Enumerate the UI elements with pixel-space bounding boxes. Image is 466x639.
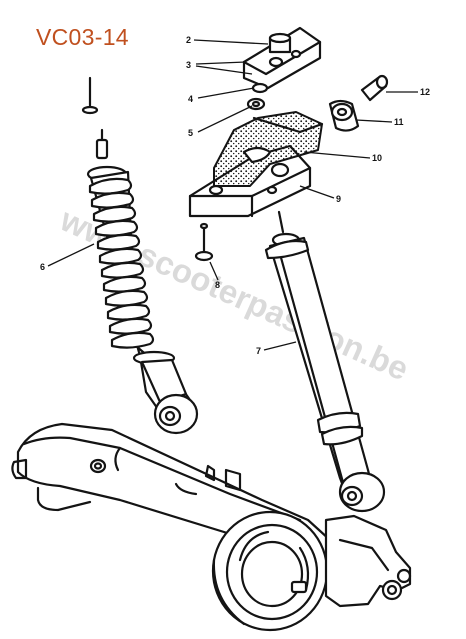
callout-number: 6 [40, 262, 45, 272]
callout-11: 11 [355, 117, 404, 127]
callout-number: 4 [188, 94, 193, 104]
bolt-8 [194, 222, 214, 262]
shock-absorber-with-spring [86, 128, 199, 435]
callout-9: 9 [299, 185, 341, 204]
washer-5 [246, 97, 266, 111]
rubber-bush-11 [328, 99, 360, 132]
callout-12: 12 [386, 87, 430, 97]
callout-6: 6 [40, 243, 95, 272]
callout-10: 10 [303, 151, 382, 163]
callout-number: 9 [336, 194, 341, 204]
callout-number: 11 [394, 117, 404, 127]
callout-4: 4 [188, 87, 255, 104]
sleeve-12 [360, 74, 389, 102]
top-plate [242, 26, 322, 90]
callout-number: 7 [256, 346, 261, 356]
callout-3: 3 [186, 60, 253, 75]
callout-2: 2 [186, 35, 269, 45]
coil-spring [88, 177, 155, 349]
rubber-pad [213, 111, 324, 187]
callout-number: 12 [420, 87, 430, 97]
callout-number: 8 [215, 280, 220, 290]
washer-4 [251, 82, 269, 94]
rear-hub-drum [211, 510, 329, 632]
callout-number: 10 [372, 153, 382, 163]
shock-top-bolt [81, 76, 99, 115]
callout-number: 2 [186, 35, 191, 45]
callout-number: 3 [186, 60, 191, 70]
diagram-code: VC03-14 [36, 24, 129, 50]
hydraulic-damper [264, 210, 386, 513]
nut-2 [268, 32, 292, 54]
callout-8: 8 [209, 261, 220, 290]
callout-5: 5 [188, 105, 253, 138]
callout-number: 5 [188, 128, 193, 138]
callout-7: 7 [256, 341, 297, 356]
damper-mount-bracket [324, 514, 412, 608]
